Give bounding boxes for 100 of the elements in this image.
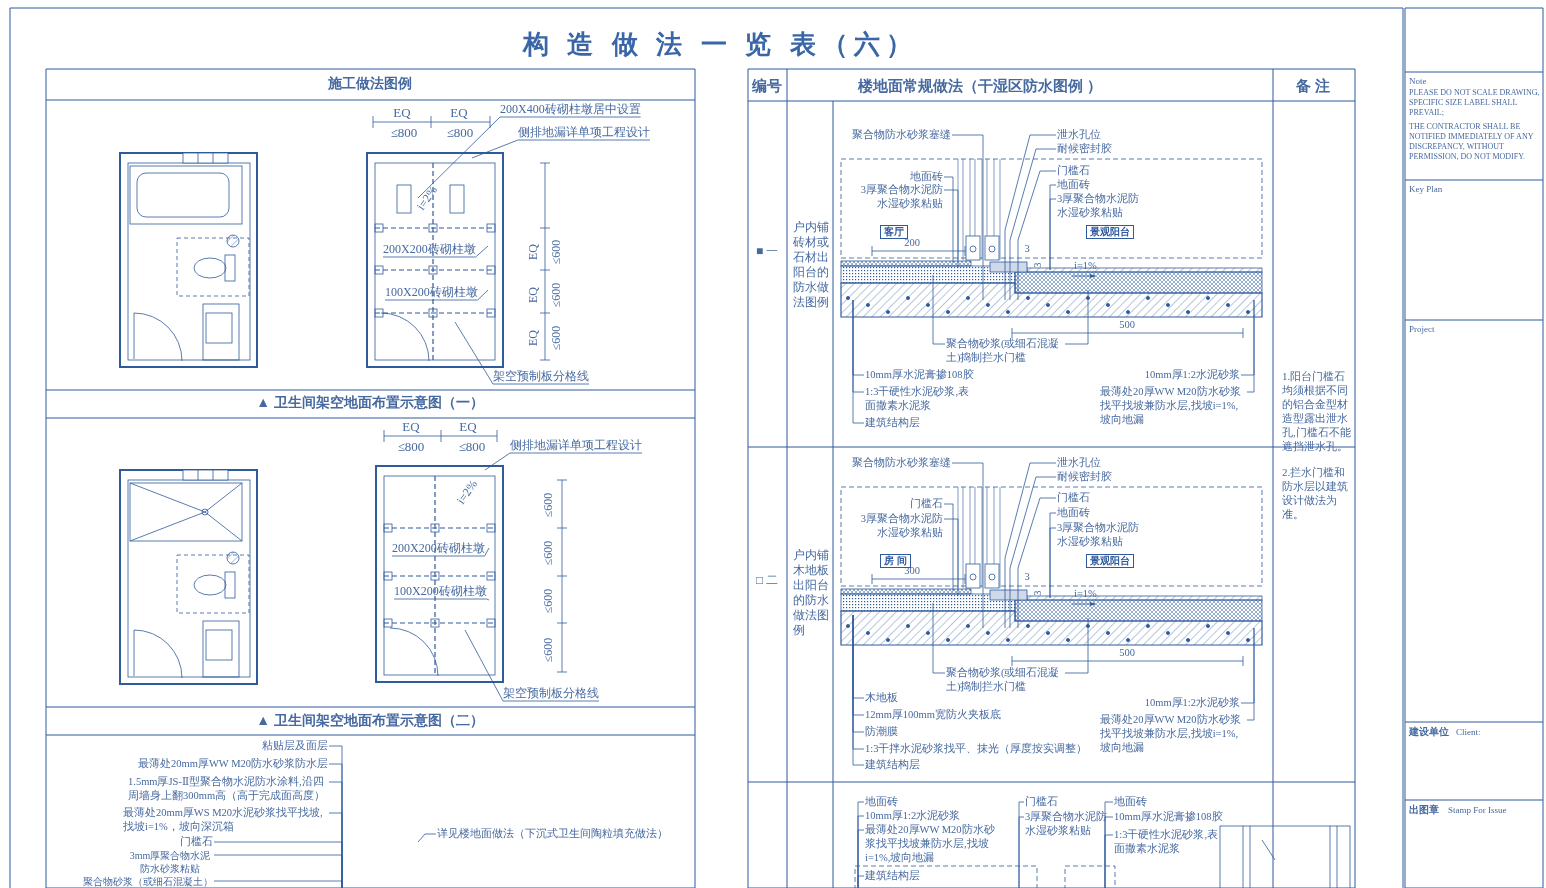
room-tag: 景观阳台 (1086, 225, 1134, 239)
callout-label: 耐候密封胶 (1057, 142, 1112, 156)
dimension-text: EQ (402, 418, 420, 435)
floor-section-drawing (840, 588, 1263, 646)
room-tag: 房 间 (880, 554, 911, 568)
callout-label: 侧排地漏详单项工程设计 (510, 437, 642, 453)
leader-line (951, 134, 984, 301)
leader-line (417, 116, 642, 199)
column-header: 备 注 (1296, 77, 1330, 96)
title-block-text: PLEASE DO NOT SCALE DRAWING, SPECIFIC SIZE LABEL SHALL PREVAIL; (1409, 88, 1541, 118)
callout-label: 门槛石 (180, 835, 213, 849)
dimension-text: EQ (459, 418, 477, 435)
callout-label: 木地板 (865, 691, 898, 705)
leader-line (464, 629, 600, 702)
callout-label: 3厚聚合物水泥防水湿砂浆粘贴 (1057, 521, 1149, 549)
title-block-text: Stamp For Issue (1448, 804, 1507, 816)
sheet-title: 构 造 做 法 一 览 表（六） (522, 29, 918, 61)
callout-label: 泄水孔位 (1057, 128, 1101, 142)
dimension-text: ≤600 (540, 637, 556, 663)
leader-line (1009, 476, 1057, 629)
row-number: ■ 一 (755, 243, 779, 259)
slope-label: i=1% (1074, 259, 1097, 273)
leader-line (1246, 627, 1255, 721)
note-text: 1.阳台门槛石均须根据不同的铝合金型材造型露出泄水孔,门槛石不能遮挡泄水孔。 (1282, 369, 1352, 453)
leader-line (1064, 617, 1089, 674)
leader-line (382, 245, 489, 258)
row-number: □ 二 (755, 572, 779, 588)
floor-section-drawing (854, 865, 1116, 888)
title-block-heading: Key Plan (1409, 183, 1443, 195)
leader-line (454, 321, 590, 385)
leader-line (384, 289, 489, 301)
figure-caption: ▲ 卫生间架空地面布置示意图（一） (256, 394, 484, 412)
dimension-text: ≤800 (458, 438, 486, 455)
dimension-text: EQ (450, 104, 468, 121)
leader-line (1004, 462, 1057, 629)
callout-label: 地面砖 (910, 170, 943, 184)
callout-label: 门槛石 (1025, 795, 1058, 809)
callout-label: 12mm厚100mm宽防火夹板底 (865, 708, 1001, 722)
row-description: 户内铺木地板出阳台的防水做法图例 (793, 548, 829, 638)
callout-label: 1:3干硬性水泥砂浆,表面撒素水泥浆 (1114, 828, 1226, 856)
callout-label: 10mm厚1:2水泥砂浆 (1144, 696, 1240, 710)
dimension-text: EQ (525, 244, 541, 260)
bathroom-plan-drawing (366, 152, 504, 368)
title-block-heading: Project (1409, 323, 1435, 335)
callout-label: 10mm厚1:2水泥砂浆 (865, 809, 961, 823)
dimension-text: 3 (1024, 242, 1030, 256)
dimension-text: 3 (1031, 262, 1044, 268)
callout-label: 建筑结构层 (865, 416, 920, 430)
callout-label: 最薄处20厚WW M20防水砂浆找平找坡兼防水层,找坡i=1%,坡向地漏 (1100, 385, 1246, 427)
callout-label: 聚合物砂浆（或细石混凝土） (83, 875, 213, 888)
leader-line (943, 189, 959, 269)
callout-label: 泄水孔位 (1057, 456, 1101, 470)
panel-heading: 施工做法图例 (328, 75, 412, 93)
leader-line (1049, 527, 1057, 599)
callout-label: 聚合物砂浆(或细石混凝土)捣制拦水门槛 (946, 666, 1064, 694)
callout-label: 1:3干硬性水泥砂浆,表面撒素水泥浆 (865, 385, 977, 413)
dimension-text: 500 (1119, 318, 1135, 332)
callout-label: 地面砖 (1057, 506, 1090, 520)
callout-label: 地面砖 (1114, 795, 1147, 809)
callout-label: 门槛石 (910, 497, 943, 511)
dimension-text: ≤600 (548, 282, 564, 308)
dimension-text: ≤600 (548, 239, 564, 265)
leader-line (951, 462, 984, 629)
callout-label: 架空预制板分格线 (493, 368, 589, 384)
title-block-heading: 建设单位 (1409, 725, 1449, 738)
leader-line (1246, 299, 1255, 393)
callout-label: 3mm厚聚合物水泥防水砂浆粘贴 (127, 849, 213, 875)
dimension-text: EQ (525, 287, 541, 303)
title-block-heading: Note (1409, 75, 1427, 87)
leader-line (1017, 497, 1057, 629)
callout-label: 门槛石 (1057, 491, 1090, 505)
callout-label: 10mm厚水泥膏掺108胶 (865, 368, 974, 382)
leader-line (1018, 816, 1025, 888)
leader-line (943, 176, 954, 264)
callout-label: 最薄处20mm厚WS M20水泥砂浆找平找坡,找坡i=1%，坡向深沉箱 (123, 806, 328, 834)
leader-line (1064, 289, 1089, 345)
callout-label: 最薄处20mm厚WW M20防水砂浆防水层 (138, 757, 328, 771)
callout-label: 聚合物砂浆(或细石混凝土)捣制拦水门槛 (946, 337, 1064, 365)
dimension-text: EQ (525, 330, 541, 346)
callout-label: 1.5mm厚JS-Ⅱ型聚合物水泥防水涂料,沿四周墙身上翻300mm高（高于完成面高度） (128, 775, 328, 803)
callout-label: 门槛石 (1057, 164, 1090, 178)
dimension-text: ≤800 (446, 124, 474, 141)
leader-line (484, 452, 643, 471)
leader-line (1017, 170, 1057, 301)
dimension-text: 500 (1119, 646, 1135, 660)
title-block-text: Client: (1456, 726, 1481, 738)
leader-line (391, 547, 490, 557)
callout-label: 详见楼地面做法（下沉式卫生间陶粒填充做法） (437, 827, 668, 841)
dimension-text: ≤600 (548, 325, 564, 351)
callout-label: 最薄处20厚WW M20防水砂浆找平找坡兼防水层,找坡i=1%,坡向地漏 (1100, 713, 1246, 755)
dimension-text: ≤800 (397, 438, 425, 455)
figure-caption: ▲ 卫生间架空地面布置示意图（二） (256, 712, 484, 730)
leader-line (1049, 198, 1057, 271)
leader-line (1104, 834, 1114, 888)
dimension-text: ≤600 (540, 492, 556, 518)
room-tag: 客厅 (880, 225, 908, 239)
leader-line (471, 139, 651, 159)
callout-label: 10mm厚水泥膏掺108胶 (1114, 810, 1223, 824)
column-header: 楼地面常规做法（干湿区防水图例 ） (858, 77, 1102, 96)
callout-label: 防潮膜 (865, 725, 898, 739)
